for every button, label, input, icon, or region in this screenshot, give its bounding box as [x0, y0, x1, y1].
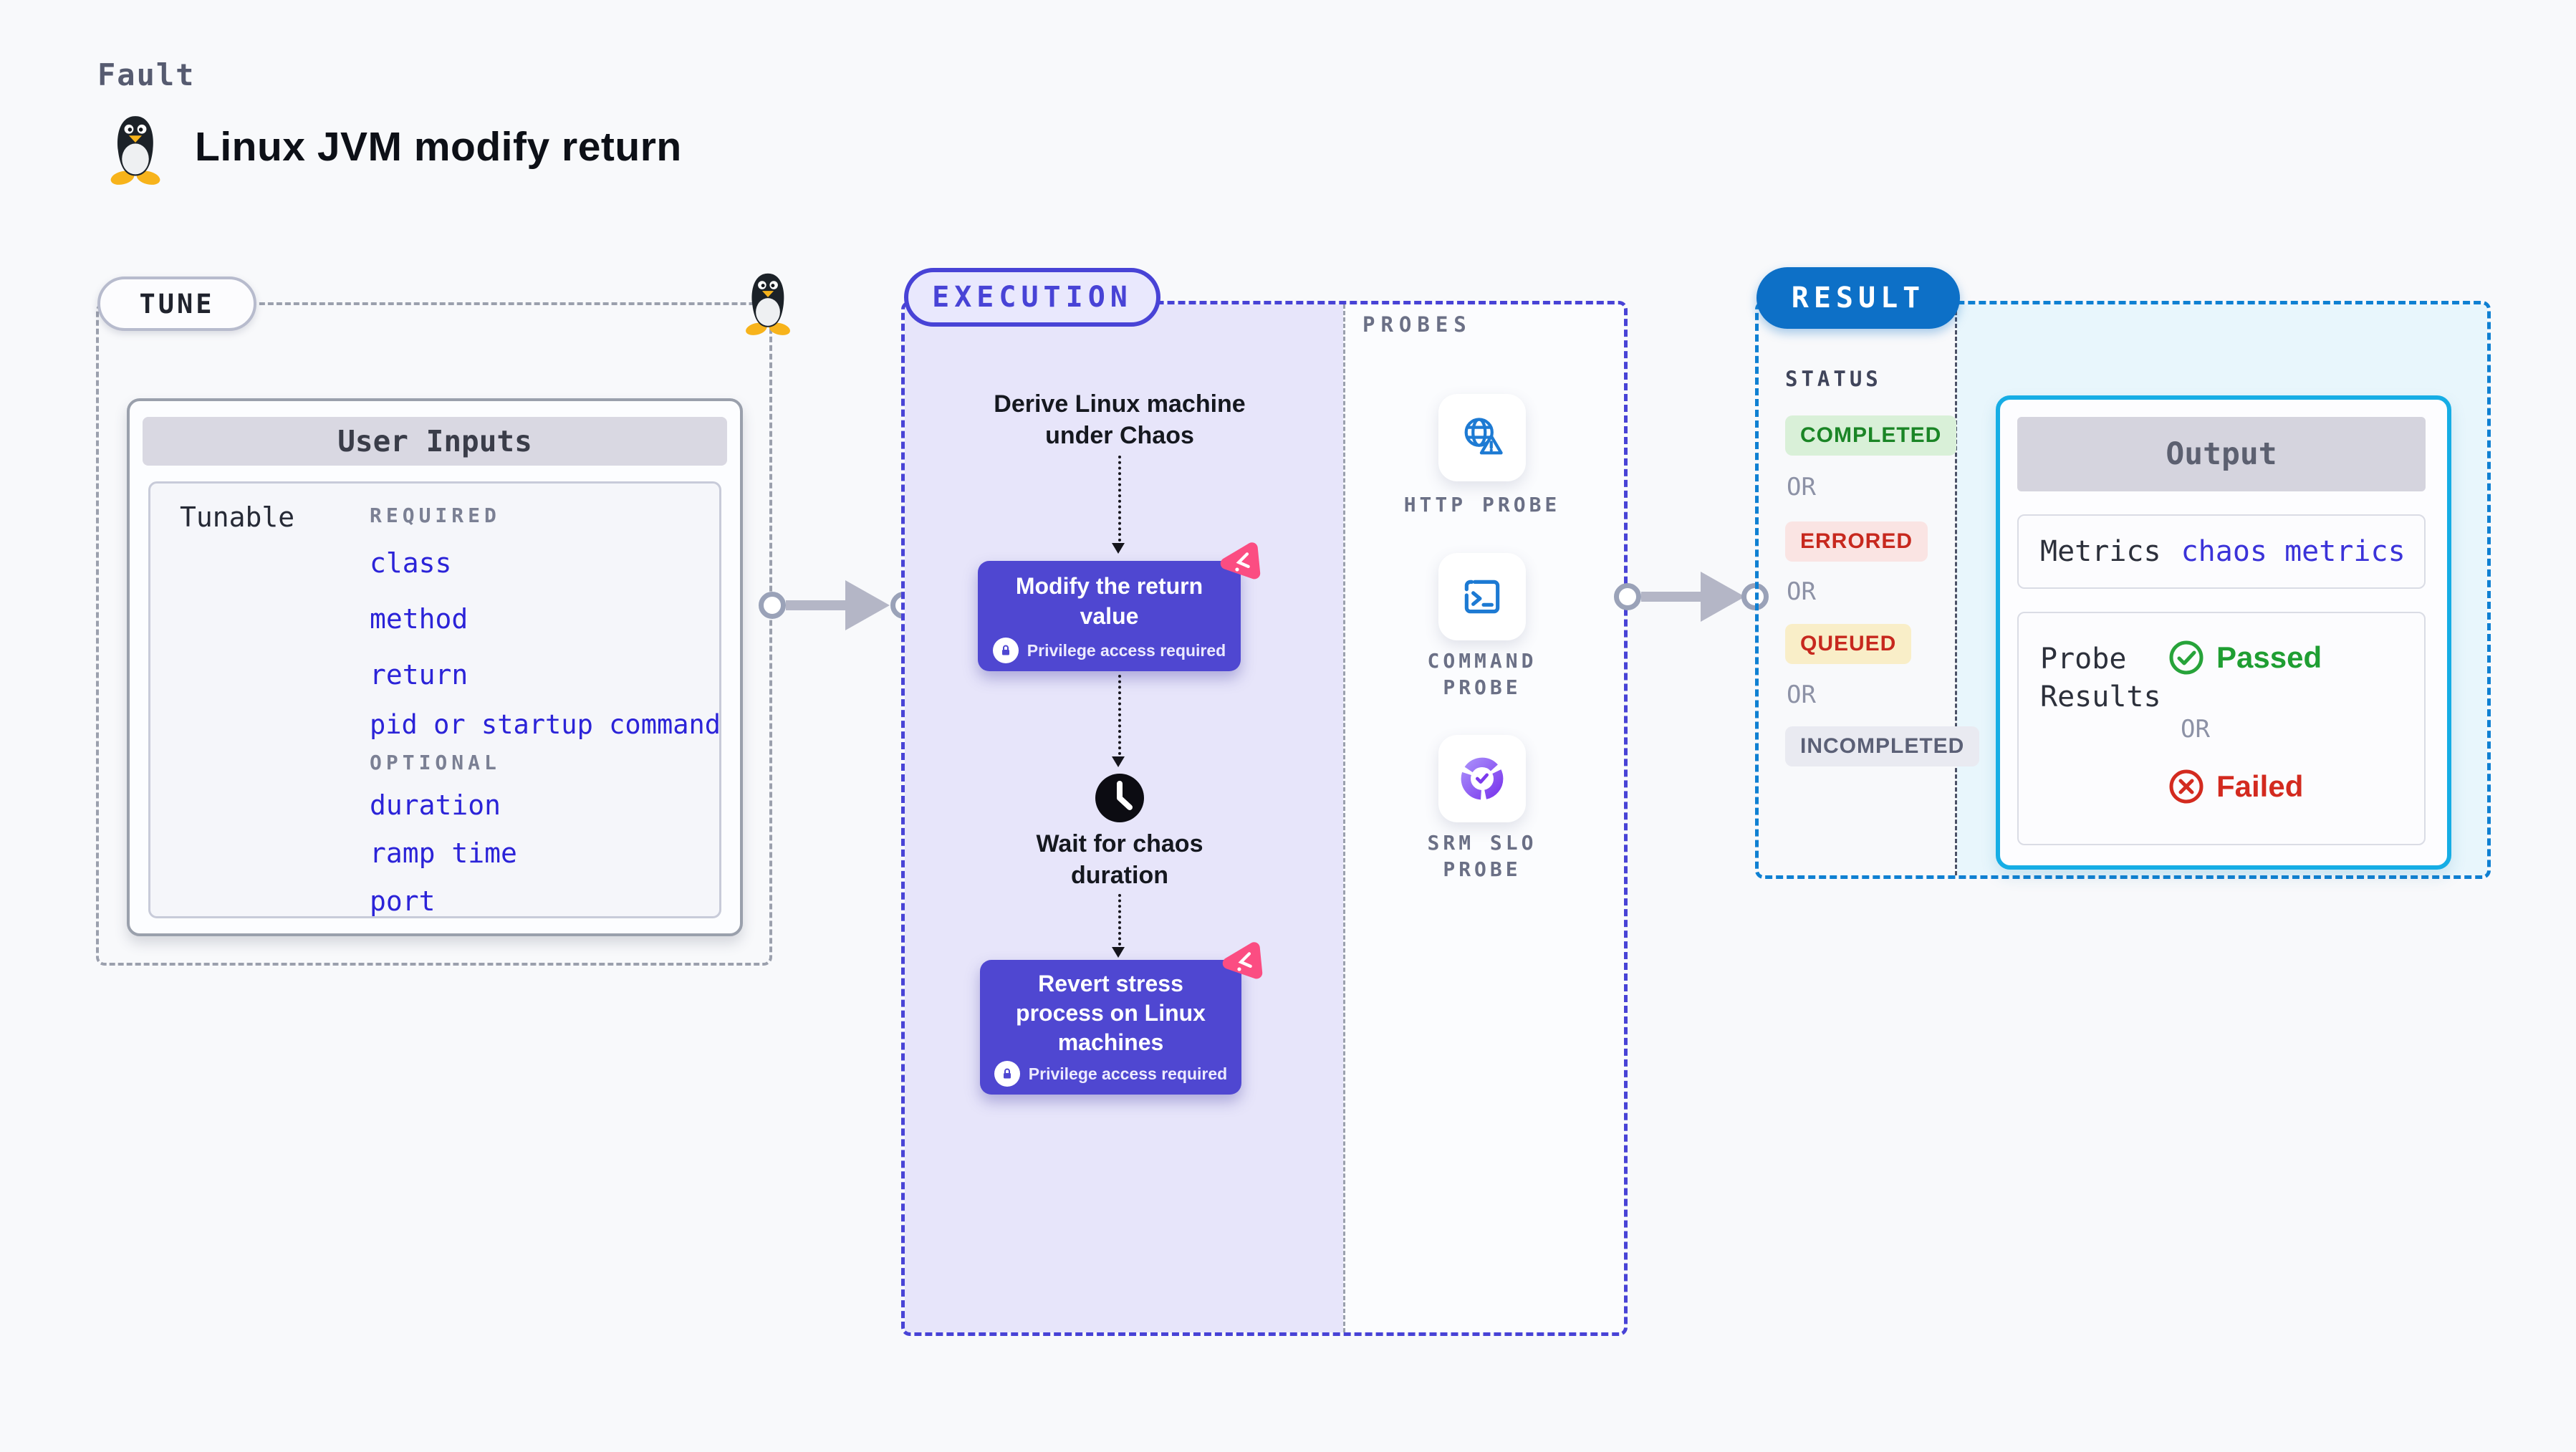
param-link-class[interactable]: class	[370, 547, 452, 579]
lock-icon	[992, 638, 1019, 663]
terminal-prompt-icon	[1464, 580, 1500, 614]
output-title: Output	[2017, 417, 2426, 491]
probe-results-row: Probe Results Passed OR Failed	[2017, 612, 2426, 845]
tune-to-execution-arrow	[786, 600, 855, 610]
lock-icon	[994, 1061, 1020, 1087]
chaos-metrics-link[interactable]: chaos metrics	[2181, 535, 2406, 568]
probes-section-label: PROBES	[1363, 312, 1472, 337]
param-link-method[interactable]: method	[370, 603, 468, 635]
tune-output-port	[759, 592, 786, 619]
wait-clock-icon	[1095, 774, 1144, 822]
privilege-label: Privilege access required	[1027, 640, 1226, 660]
flow-connector-2	[1118, 675, 1121, 755]
param-link-port[interactable]: port	[370, 885, 436, 917]
privilege-label: Privilege access required	[1028, 1064, 1228, 1083]
result-pill: RESULT	[1756, 267, 1960, 329]
http-probe-card	[1438, 394, 1526, 481]
status-badge-completed: COMPLETED	[1785, 415, 1957, 456]
revert-privilege-row: Privilege access required	[980, 1061, 1241, 1087]
wait-step-text: Wait for chaos duration	[1036, 830, 1203, 889]
srm-slo-probe-card	[1438, 735, 1526, 822]
chaos-logo-icon	[1222, 942, 1263, 979]
revert-node-title: Revert stress process on Linux machines	[1016, 971, 1206, 1055]
flow-connector-2-arrowhead	[1112, 756, 1125, 767]
circle-check-icon	[2169, 640, 2203, 675]
param-link-ramp-time[interactable]: ramp time	[370, 837, 517, 869]
circle-x-icon	[2169, 769, 2203, 804]
or-separator: OR	[2181, 715, 2210, 744]
revert-stress-node: Revert stress process on Linux machines …	[980, 960, 1241, 1095]
or-separator: OR	[1787, 473, 1816, 501]
http-probe-label: HTTP PROBE	[1403, 493, 1561, 516]
command-probe-card	[1438, 553, 1526, 640]
tune-to-execution-arrowhead	[845, 580, 890, 630]
modify-node-title: Modify the return value	[1015, 573, 1203, 629]
execution-to-result-arrow	[1641, 592, 1707, 602]
failed-result: Failed	[2168, 768, 2303, 805]
failed-label: Failed	[2216, 769, 2304, 803]
flow-connector-3	[1118, 894, 1121, 946]
user-inputs-body	[148, 481, 721, 918]
flow-connector-3-arrowhead	[1112, 947, 1125, 958]
flow-connector-1-arrowhead	[1112, 543, 1125, 554]
status-badge-queued: QUEUED	[1785, 624, 1912, 664]
or-separator: OR	[1787, 577, 1816, 606]
tune-section-box	[96, 302, 772, 966]
modify-privilege-row: Privilege access required	[978, 638, 1241, 663]
linux-penguin-small-icon	[746, 273, 790, 335]
or-separator: OR	[1787, 681, 1816, 709]
slo-donut-check-icon	[1461, 757, 1504, 800]
probe-results-label: Probe Results	[2040, 643, 2161, 713]
tunable-row-label: Tunable	[180, 501, 295, 533]
execution-pill: EXECUTION	[904, 268, 1160, 327]
fault-kicker: Fault	[97, 57, 196, 92]
result-divider	[1955, 304, 1957, 875]
chaos-logo-icon	[1220, 542, 1261, 580]
modify-return-node: Modify the return value Privilege access…	[978, 561, 1241, 671]
linux-penguin-icon	[110, 116, 160, 185]
derive-step-text: Derive Linux machine under Chaos	[994, 390, 1246, 449]
passed-label: Passed	[2216, 640, 2322, 674]
result-section-box	[1755, 301, 2491, 879]
page-title: Linux JVM modify return	[195, 124, 682, 170]
user-inputs-title: User Inputs	[143, 417, 727, 466]
required-group-label: REQUIRED	[370, 504, 501, 527]
metrics-label: Metrics	[2040, 535, 2161, 568]
globe-warning-icon	[1464, 418, 1503, 455]
flow-connector-1	[1118, 456, 1121, 542]
status-label: STATUS	[1785, 367, 1882, 391]
param-link-pid-or-startup-command[interactable]: pid or startup command	[370, 709, 721, 740]
metrics-row: Metrics chaos metrics	[2017, 514, 2426, 589]
command-probe-label: COMMAND PROBE	[1427, 649, 1537, 699]
status-badge-incompleted: INCOMPLETED	[1785, 726, 1980, 766]
status-badge-errored: ERRORED	[1785, 521, 1928, 562]
optional-group-label: OPTIONAL	[370, 751, 501, 774]
srm-slo-probe-label: SRM SLO PROBE	[1427, 831, 1537, 881]
passed-result: Passed	[2168, 639, 2322, 676]
execution-output-port	[1614, 583, 1641, 610]
tune-pill: TUNE	[97, 277, 256, 331]
param-link-return[interactable]: return	[370, 659, 468, 691]
execution-section-box	[901, 301, 1628, 1336]
param-link-duration[interactable]: duration	[370, 789, 501, 821]
execution-to-result-arrowhead	[1701, 572, 1745, 622]
